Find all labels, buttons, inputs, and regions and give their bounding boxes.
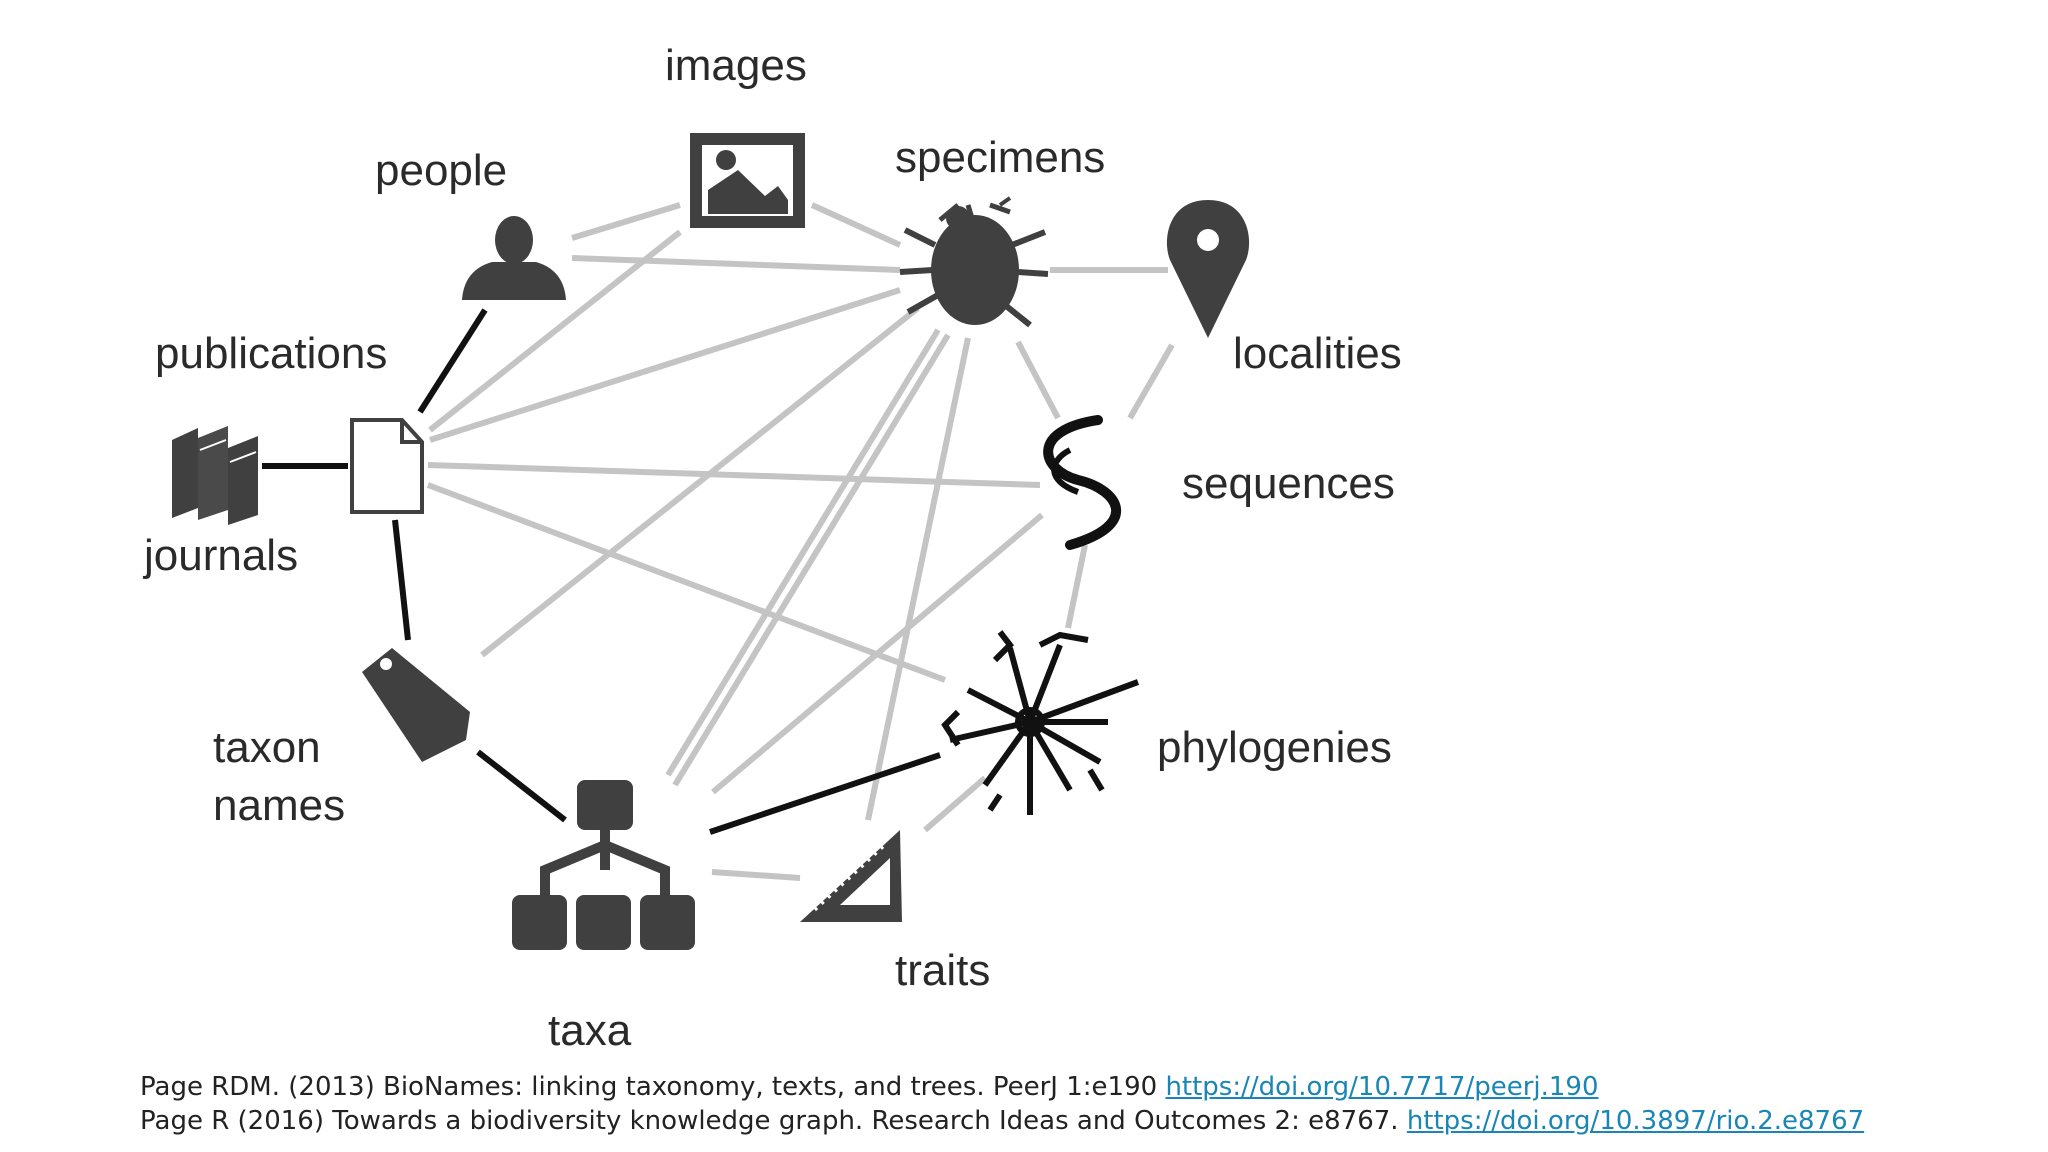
- label-phylogenies: phylogenies: [1157, 723, 1392, 772]
- edge-specimens-taxa-a: [665, 328, 941, 777]
- edge-taxa-phylogenies: [709, 752, 941, 835]
- edge-people-images: [571, 202, 681, 241]
- dna-icon: [1043, 415, 1122, 550]
- reference-line: Page RDM. (2013) BioNames: linking taxon…: [140, 1070, 1864, 1104]
- label-publications: publications: [155, 329, 387, 378]
- reference-doi-link[interactable]: https://doi.org/10.3897/rio.2.e8767: [1406, 1106, 1865, 1136]
- label-taxa: taxa: [548, 1006, 632, 1055]
- ruler-icon: [800, 830, 902, 922]
- references: Page RDM. (2013) BioNames: linking taxon…: [140, 1070, 1864, 1138]
- edge-specimens-taxonnames: [480, 305, 920, 658]
- label-images: images: [665, 41, 807, 90]
- edge-specimens-sequences: [1015, 340, 1061, 420]
- edge-publications-taxonnames: [392, 519, 411, 641]
- label-journals: journals: [142, 531, 298, 580]
- edge-publications-phylogenies: [426, 482, 947, 683]
- reference-text: Page R (2016) Towards a biodiversity kno…: [140, 1106, 1407, 1136]
- reference-doi-link[interactable]: https://doi.org/10.7717/peerj.190: [1165, 1072, 1599, 1102]
- reference-text: Page RDM. (2013) BioNames: linking taxon…: [140, 1072, 1166, 1102]
- tag-icon: [362, 648, 470, 762]
- edge-specimens-traits: [865, 337, 971, 821]
- label-sequences: sequences: [1182, 459, 1395, 508]
- edge-phylogenies-traits: [923, 775, 987, 833]
- edge-publications-sequences: [427, 462, 1041, 488]
- label-traits: traits: [895, 946, 990, 995]
- edge-publications-specimens: [429, 287, 901, 443]
- edge-people-publications: [417, 308, 488, 414]
- edge-sequences-taxa: [711, 512, 1044, 795]
- edge-specimens-taxa-b: [672, 333, 951, 787]
- person-icon: [462, 216, 566, 300]
- document-icon: [350, 418, 424, 514]
- hierarchy-icon: [512, 780, 695, 950]
- edge-sequences-phylogenies: [1065, 544, 1088, 629]
- label-people: people: [375, 146, 507, 195]
- black-edges: [262, 308, 941, 835]
- edge-taxa-traits: [711, 869, 801, 881]
- label-taxon-names-line2: names: [213, 781, 345, 830]
- edge-people-specimens: [571, 255, 901, 273]
- books-icon: [172, 426, 258, 525]
- label-specimens: specimens: [895, 133, 1105, 182]
- map-pin-icon: [1166, 200, 1250, 338]
- image-icon: [690, 133, 805, 228]
- label-localities: localities: [1233, 329, 1402, 378]
- label-taxon-names-line1: taxon: [213, 723, 321, 772]
- edge-images-publications: [428, 229, 682, 433]
- reference-line: Page R (2016) Towards a biodiversity kno…: [140, 1104, 1864, 1138]
- tree-icon: [941, 630, 1140, 815]
- edge-taxonnames-taxa: [476, 749, 567, 823]
- edge-localities-sequences: [1127, 343, 1175, 420]
- edge-images-specimens: [810, 202, 902, 248]
- bug-icon: [899, 196, 1049, 328]
- gray-edges: [426, 202, 1175, 881]
